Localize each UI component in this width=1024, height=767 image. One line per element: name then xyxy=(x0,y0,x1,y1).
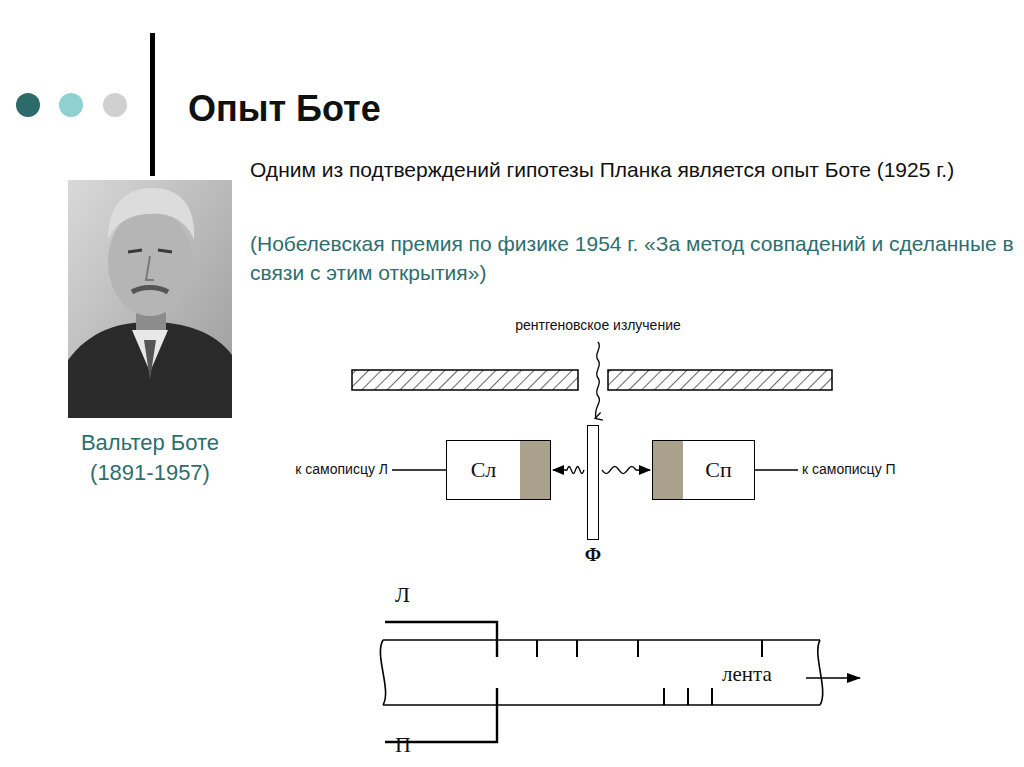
foil-plate xyxy=(587,425,599,540)
collimator-plate xyxy=(352,370,578,390)
decor-bar xyxy=(150,33,155,176)
counter-box: Сл xyxy=(446,440,551,500)
tape-track-label: Л xyxy=(395,580,435,610)
nobel-note: (Нобелевская премия по физике 1954 г. «З… xyxy=(250,230,1015,288)
tape-track-label: П xyxy=(395,730,435,760)
decor-dot xyxy=(103,93,127,117)
counter-window xyxy=(653,441,683,499)
counter-window xyxy=(520,441,550,499)
counter-box: Сп xyxy=(652,440,755,500)
slide-title: Опыт Боте xyxy=(188,84,788,134)
radiation-label: рентгеновское излучение xyxy=(478,316,718,335)
wavy-connector xyxy=(602,467,650,474)
counter-label: Сл xyxy=(447,457,520,483)
decor-dot xyxy=(16,93,40,117)
wavy-connector xyxy=(553,467,584,474)
portrait-photo xyxy=(68,180,232,418)
foil-target: Ф xyxy=(576,425,610,567)
recorder-label: к самописцу П xyxy=(802,460,952,479)
portrait-caption: Вальтер Боте (1891-1957) xyxy=(55,428,245,489)
collimator-plate xyxy=(608,370,832,390)
tape-label: лента xyxy=(722,660,812,689)
recorder-wire xyxy=(392,469,446,470)
decor-dot xyxy=(59,93,83,117)
intro-text: Одним из подтверждений гипотезы Планка я… xyxy=(250,156,1015,185)
counter-label: Сп xyxy=(683,457,754,483)
recorder-label: к самописцу Л xyxy=(250,460,388,479)
xray-beam xyxy=(595,342,599,418)
recorder-tape xyxy=(380,622,860,742)
foil-label: Ф xyxy=(576,544,610,567)
